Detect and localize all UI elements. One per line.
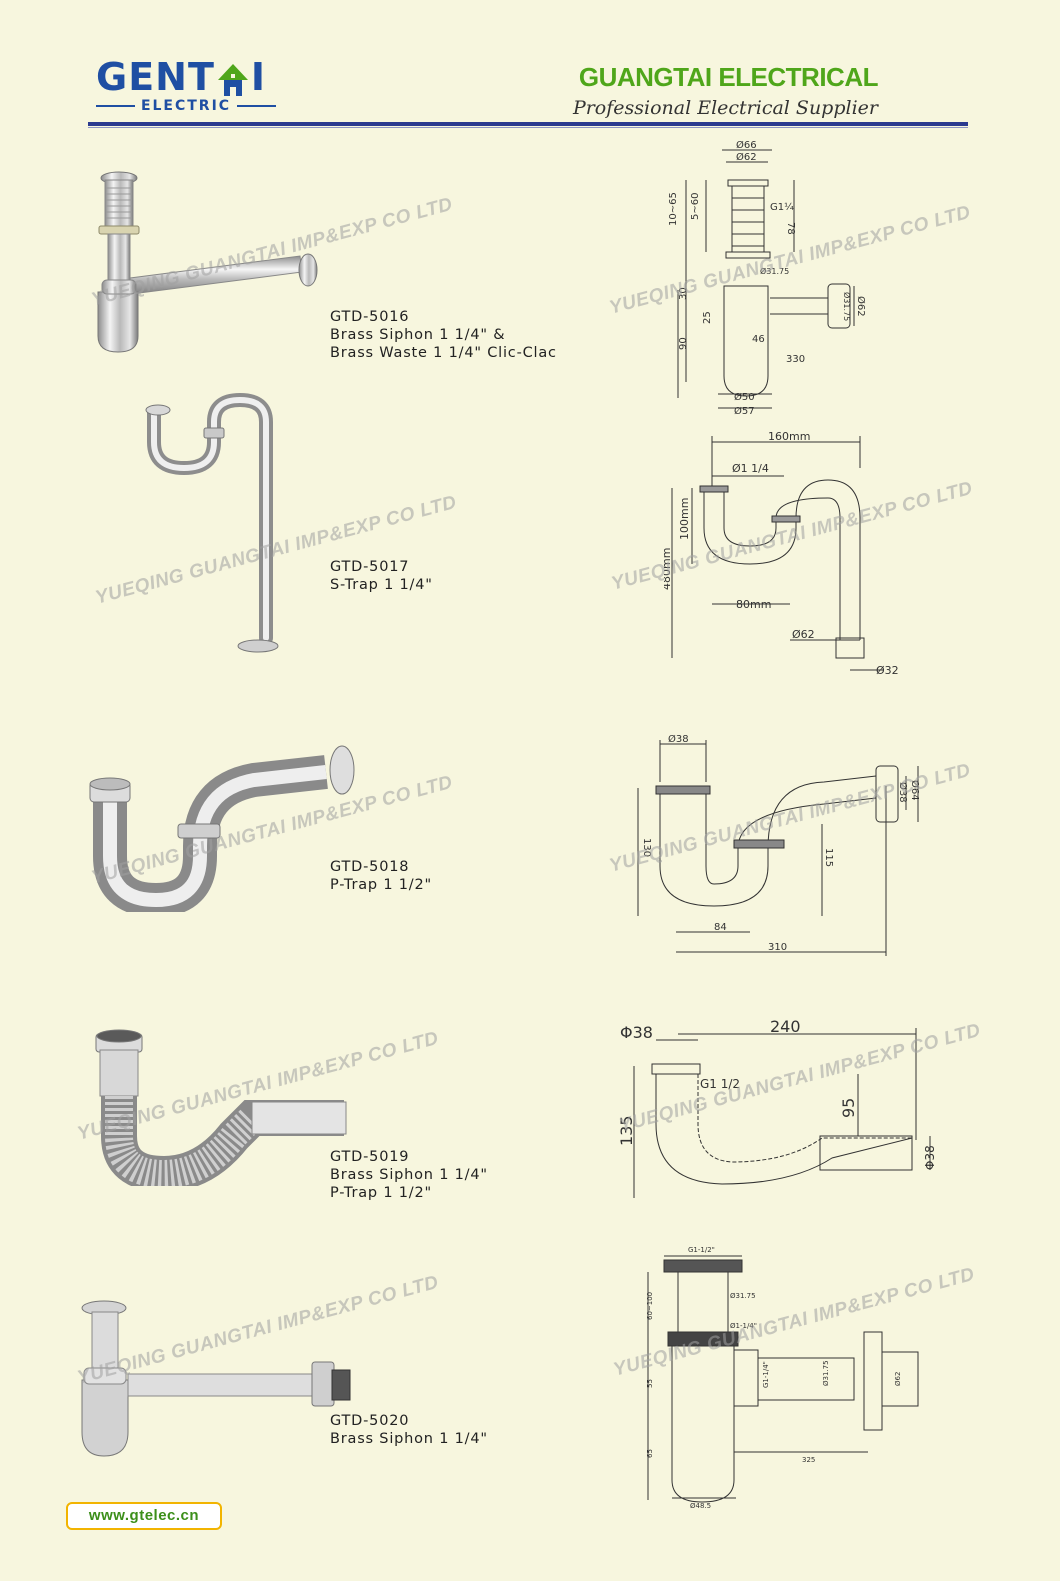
dim-label: Ø66	[736, 139, 757, 151]
product-label-gtd-5016: GTD-5016 Brass Siphon 1 1/4" & Brass Was…	[330, 308, 557, 362]
dim-label: Ø31.75	[760, 266, 789, 276]
technical-drawing-gtd-5019: Φ38 240 G1 1/2 135 95 Φ38	[617, 1017, 937, 1198]
technical-drawing-gtd-5017: 160mm Ø1 1/4 100mm 480mm 80mm Ø62 Ø32	[664, 430, 899, 677]
dim-label: 84	[714, 922, 727, 933]
product-code: GTD-5016	[330, 309, 410, 325]
product-desc-line: Brass Siphon 1 1/4"	[330, 1431, 488, 1447]
dim-label: 80mm	[736, 598, 771, 611]
dim-label: 310	[768, 942, 787, 953]
product-photo-gtd-5017	[145, 392, 279, 653]
header-divider	[88, 122, 968, 126]
dim-label: Ø57	[734, 405, 755, 417]
dim-label: 65	[646, 1449, 654, 1458]
dim-label: 240	[770, 1017, 801, 1036]
dim-label: Ø62	[894, 1372, 902, 1386]
dim-label: 135	[617, 1115, 636, 1146]
header-divider-thin	[88, 127, 968, 128]
dim-label: 100mm	[678, 498, 691, 540]
product-desc-line: P-Trap 1 1/2"	[330, 877, 432, 893]
dim-label: Φ38	[620, 1023, 653, 1042]
dim-label: 480mm	[664, 548, 673, 590]
dim-label: 60~100	[646, 1292, 654, 1320]
dim-label: Ø31.75	[730, 1292, 756, 1300]
company-name: GUANGTAI ELECTRICAL	[578, 62, 879, 92]
dim-label: 10~65	[668, 192, 679, 226]
product-desc-line: Brass Waste 1 1/4" Clic-Clac	[330, 345, 557, 361]
logo-text-left: GENT	[96, 55, 215, 99]
dim-label: 30	[678, 287, 689, 300]
dim-label: Ø32	[876, 664, 899, 677]
dim-label: Ø62	[792, 628, 815, 641]
dim-label: Ø38	[897, 782, 909, 803]
dim-label: Ø31.75	[822, 1360, 830, 1386]
product-code: GTD-5017	[330, 559, 410, 575]
dim-label: Ø38	[668, 733, 689, 745]
dim-label: G1-1/4"	[762, 1361, 770, 1388]
gentai-logo: GENT I ELECTRIC	[96, 58, 277, 114]
dim-label: Ø31.75	[842, 292, 852, 321]
dim-label: Ø1 1/4	[732, 462, 769, 475]
dim-label: 330	[786, 354, 805, 365]
product-desc-line: Brass Siphon 1 1/4"	[330, 1167, 488, 1183]
product-label-gtd-5017: GTD-5017 S-Trap 1 1/4"	[330, 558, 433, 594]
dim-label: G1¼	[770, 201, 794, 213]
product-photo-gtd-5016	[97, 171, 318, 353]
dim-label: 160mm	[768, 430, 810, 443]
dim-label: 115	[823, 848, 834, 867]
product-desc-line: Brass Siphon 1 1/4" &	[330, 327, 506, 343]
product-desc-line: S-Trap 1 1/4"	[330, 577, 433, 593]
technical-drawing-gtd-5020: G1-1/2" Ø31.75 Ø1-1/4" 60~100 G1-1/4" Ø3…	[646, 1246, 919, 1510]
product-code: GTD-5019	[330, 1149, 410, 1165]
product-photo-gtd-5020	[81, 1300, 351, 1457]
dim-label: Ø64	[909, 780, 921, 801]
dim-label: Φ38	[923, 1145, 937, 1170]
dim-label: 130	[641, 838, 652, 857]
technical-drawing-gtd-5018: Ø38 130 115 84 310 Ø38 Ø64	[637, 733, 921, 956]
dim-label: Ø62	[855, 296, 867, 317]
company-block: GUANGTAI ELECTRICAL Professional Electri…	[572, 62, 879, 119]
house-icon	[217, 64, 248, 96]
product-code: GTD-5018	[330, 859, 410, 875]
dim-label: G1 1/2	[700, 1077, 740, 1091]
dim-label: 78	[785, 222, 796, 235]
dim-label: 5~60	[690, 193, 701, 220]
dim-label: Ø50	[734, 391, 755, 403]
product-photo-gtd-5018	[89, 745, 355, 912]
product-code: GTD-5020	[330, 1413, 410, 1429]
dim-label: 55	[646, 1379, 654, 1388]
dim-label: Ø48.5	[690, 1502, 711, 1510]
company-tagline: Professional Electrical Supplier	[572, 97, 878, 119]
logo-wordmark: GENT I	[96, 58, 276, 96]
logo-text-right: I	[250, 55, 267, 99]
dim-label: 90	[678, 337, 689, 350]
product-label-gtd-5019: GTD-5019 Brass Siphon 1 1/4" P-Trap 1 1/…	[330, 1148, 488, 1202]
dim-label: 46	[752, 334, 765, 345]
product-label-gtd-5020: GTD-5020 Brass Siphon 1 1/4"	[330, 1412, 488, 1448]
product-photo-gtd-5019	[95, 1029, 347, 1186]
dim-label: 95	[839, 1098, 858, 1118]
dim-label: 325	[802, 1456, 815, 1464]
dim-label: 25	[702, 311, 713, 324]
dim-label: G1-1/2"	[688, 1246, 715, 1254]
dim-label: Ø1-1/4"	[730, 1322, 757, 1330]
website-link[interactable]: www.gtelec.cn	[66, 1502, 222, 1530]
product-desc-line: P-Trap 1 1/2"	[330, 1185, 432, 1201]
logo-subtitle: ELECTRIC	[96, 98, 277, 114]
technical-drawing-gtd-5016: Ø66 Ø62 G1¼ 10~65 5~60 78 Ø31.75 30 25 9…	[668, 139, 867, 417]
product-label-gtd-5018: GTD-5018 P-Trap 1 1/2"	[330, 858, 432, 894]
dim-label: Ø62	[736, 151, 757, 163]
